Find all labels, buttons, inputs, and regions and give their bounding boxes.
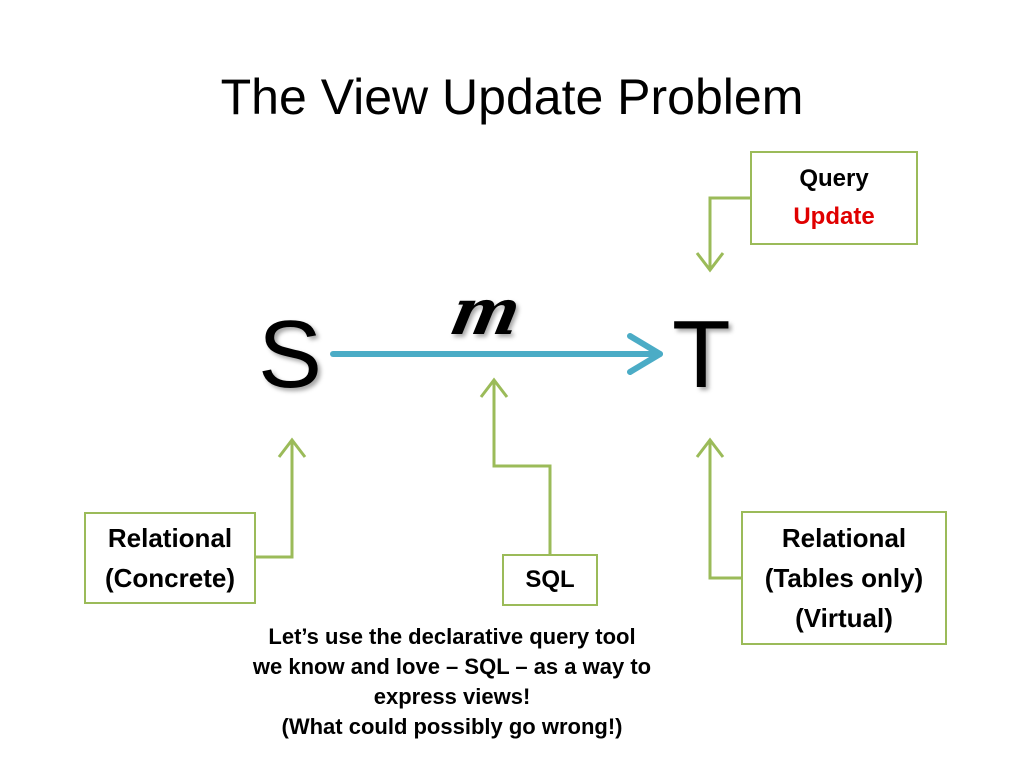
update-label: Update <box>793 203 875 230</box>
sql-label: SQL <box>525 566 575 593</box>
query-label: Query <box>799 165 869 192</box>
caption-line-2: we know and love – SQL – as a way to <box>252 654 652 679</box>
mapping-arrow <box>330 333 663 375</box>
virtual-line-2: (Tables only) <box>764 563 924 593</box>
caption-text: Let’s use the declarative query tool we … <box>202 622 702 742</box>
caption-line-3: express views! <box>373 684 531 709</box>
sql-connector-arrow <box>479 377 552 554</box>
virtual-connector-arrow <box>695 437 741 580</box>
source-schema-label: S <box>258 301 323 408</box>
mapping-label: m <box>444 275 528 350</box>
virtual-line-3: (Virtual) <box>795 603 893 633</box>
caption-line-4: (What could possibly go wrong!) <box>281 714 623 739</box>
query-connector-arrow <box>695 196 750 273</box>
sql-box: SQL <box>502 554 598 606</box>
concrete-line-1: Relational <box>107 523 233 553</box>
concrete-line-2: (Concrete) <box>104 563 235 593</box>
virtual-line-1: Relational <box>781 523 907 553</box>
concrete-connector-arrow <box>256 437 307 559</box>
caption-line-1: Let’s use the declarative query tool <box>268 624 636 649</box>
slide-title: The View Update Problem <box>220 69 804 125</box>
query-update-box: Query Update <box>750 151 918 245</box>
target-schema-label: T <box>672 301 731 408</box>
relational-concrete-box: Relational (Concrete) <box>84 512 256 604</box>
relational-virtual-box: Relational (Tables only) (Virtual) <box>741 511 947 645</box>
